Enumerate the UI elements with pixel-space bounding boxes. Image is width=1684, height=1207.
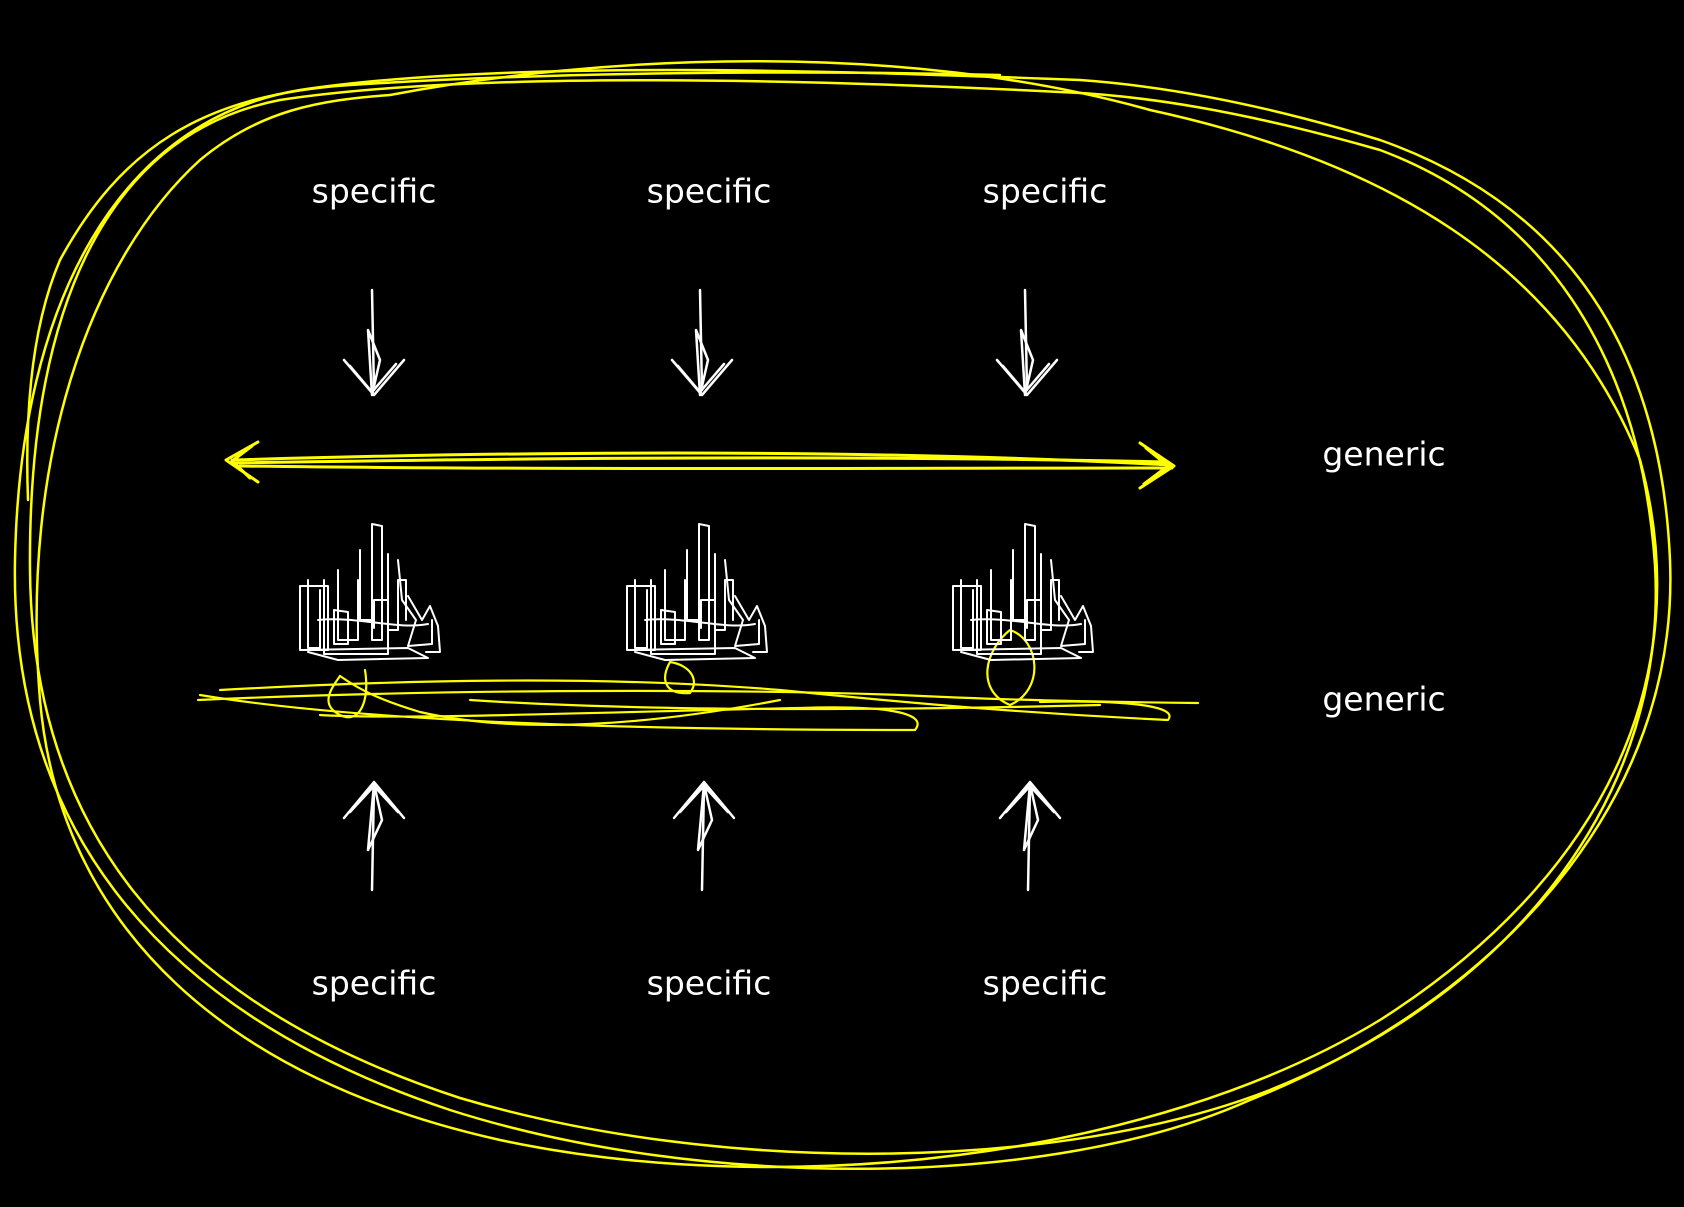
enclosing-loop — [28, 79, 1658, 1155]
specific-label-bottom: specific — [982, 963, 1108, 1003]
scribble-stroke — [468, 698, 1102, 711]
down-arrow-icon — [670, 288, 734, 397]
enclosing-loops — [13, 60, 1672, 1171]
specific-label-bottom: specific — [646, 963, 772, 1003]
arrow-shaft — [238, 464, 1174, 470]
double-headed-arrow-icon — [224, 440, 1176, 490]
enclosing-loop — [35, 60, 1659, 1169]
arrow-right-head — [1138, 441, 1176, 490]
scribble-stroke — [327, 668, 368, 719]
enclosing-loop — [13, 68, 1672, 1171]
arrow-shaft — [234, 456, 1170, 465]
scribble-stroke — [664, 660, 695, 695]
scribble-stroke — [198, 693, 919, 732]
down-arrow-icon — [342, 288, 406, 397]
specific-label-top: specific — [646, 171, 772, 211]
crown-scribble-icon — [626, 523, 768, 661]
up-arrow-icon — [672, 780, 736, 892]
specific-label-top: specific — [982, 171, 1108, 211]
up-arrow-icon — [342, 780, 406, 892]
specific-label-bottom: specific — [311, 963, 437, 1003]
generic-label-upper: generic — [1322, 434, 1446, 474]
arrow-left-head — [224, 440, 260, 484]
scribble-stroke — [338, 674, 782, 727]
scribble-stroke — [986, 628, 1036, 707]
generic-label-lower: generic — [1322, 679, 1446, 719]
crown-scribble-icon — [952, 523, 1094, 661]
specific-label-top: specific — [311, 171, 437, 211]
scribbled-generic-line — [196, 628, 1200, 732]
up-arrow-icon — [998, 780, 1062, 892]
enclosing-loop — [26, 71, 1002, 502]
down-arrow-icon — [995, 288, 1059, 397]
scribble-stroke — [218, 679, 1171, 722]
crown-scribble-icon — [299, 523, 441, 661]
